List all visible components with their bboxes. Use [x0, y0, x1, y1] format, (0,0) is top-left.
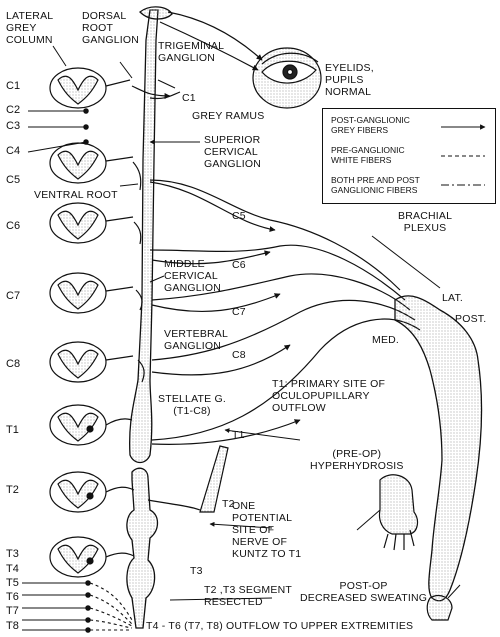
label-dorsal-root-ganglion: DORSAL ROOT GANGLION [82, 10, 140, 46]
level-c6: C6 [6, 220, 21, 232]
label-brachial-plexus: BRACHIAL PLEXUS [398, 210, 453, 234]
label-lat: LAT. [442, 292, 464, 304]
label-lateral-grey-column: LATERAL GREY COLUMN [6, 10, 54, 46]
level-t5: T5 [6, 577, 19, 589]
label-ventral-root: VENTRAL ROOT [34, 189, 118, 201]
label-postop-decreased-sweating: POST-OP DECREASED SWEATING [300, 580, 428, 604]
nerve-label-t1: T1 [232, 429, 245, 441]
level-t7: T7 [6, 605, 19, 617]
level-t2: T2 [6, 484, 19, 496]
hand-preop [378, 474, 419, 551]
level-t8: T8 [6, 620, 19, 632]
nerve-label-c1: C1 [182, 92, 196, 104]
label-vertebral-ganglion: VERTEBRAL GANGLION [164, 328, 229, 352]
level-c1: C1 [6, 80, 21, 92]
cranial-fibers [159, 11, 263, 71]
hand-postop [426, 595, 453, 621]
nerve-label-c6: C6 [232, 259, 246, 271]
arm-illustration [394, 295, 483, 602]
eye-illustration [252, 47, 322, 109]
label-eyelids-pupils: EYELIDS, PUPILS NORMAL [325, 62, 374, 98]
level-t1: T1 [6, 424, 19, 436]
nerve-label-t2: T2 [222, 498, 235, 510]
nerve-label-c8: C8 [232, 349, 246, 361]
label-t4-t6-outflow: T4 - T6 (T7, T8) OUTFLOW TO UPPER EXTREM… [146, 620, 414, 632]
level-t4: T4 [6, 563, 19, 575]
level-c2: C2 [6, 104, 21, 116]
label-middle-cervical-ganglion: MIDDLE CERVICAL GANGLION [164, 258, 222, 294]
label-superior-cervical-ganglion: SUPERIOR CERVICAL GANGLION [204, 134, 262, 170]
label-preop-hyperhydrosis: (PRE-OP) HYPERHYDROSIS [310, 448, 404, 472]
nerve-label-c5: C5 [232, 210, 246, 222]
level-t6: T6 [6, 591, 19, 603]
trigeminal-ganglion [139, 6, 173, 20]
legend-both: BOTH PRE AND POST GANGLIONIC FIBERS [331, 175, 420, 195]
nerve-label-c7: C7 [232, 306, 246, 318]
spinal-cord-sections [49, 67, 134, 578]
label-stellate-ganglion: STELLATE G. (T1-C8) [158, 393, 226, 417]
label-trigeminal-ganglion: TRIGEMINAL GANGLION [158, 40, 225, 64]
spinal-nerve-fibers [149, 91, 421, 445]
level-t3: T3 [6, 548, 19, 560]
legend-post-ganglionic: POST-GANGLIONIC GREY FIBERS [331, 115, 410, 135]
level-lines [22, 108, 133, 633]
level-c8: C8 [6, 358, 21, 370]
label-med: MED. [372, 334, 400, 346]
level-c3: C3 [6, 120, 21, 132]
legend-lines [441, 124, 486, 186]
level-c5: C5 [6, 174, 21, 186]
nerve-of-kuntz [147, 445, 229, 513]
label-post: POST. [455, 313, 487, 325]
label-grey-ramus: GREY RAMUS [192, 110, 265, 122]
legend-pre-ganglionic: PRE-GANGLIONIC WHITE FIBERS [331, 145, 405, 165]
nerve-label-t3: T3 [190, 565, 203, 577]
level-c7: C7 [6, 290, 21, 302]
rami-communicantes [105, 85, 171, 558]
sympathetic-trunk [128, 9, 159, 464]
label-segment-resected: T2 ,T3 SEGMENT RESECTED [204, 584, 292, 608]
label-nerve-of-kuntz: ONE POTENTIAL SITE OF NERVE OF KUNTZ TO … [232, 500, 302, 560]
label-t1-primary-site: T1: PRIMARY SITE OF OCULOPUPILLARY OUTFL… [272, 378, 386, 414]
pointer-lines [52, 45, 461, 601]
lower-chain [126, 467, 159, 629]
legend-box: POST-GANGLIONIC GREY FIBERS PRE-GANGLION… [322, 108, 496, 204]
level-c4: C4 [6, 145, 21, 157]
